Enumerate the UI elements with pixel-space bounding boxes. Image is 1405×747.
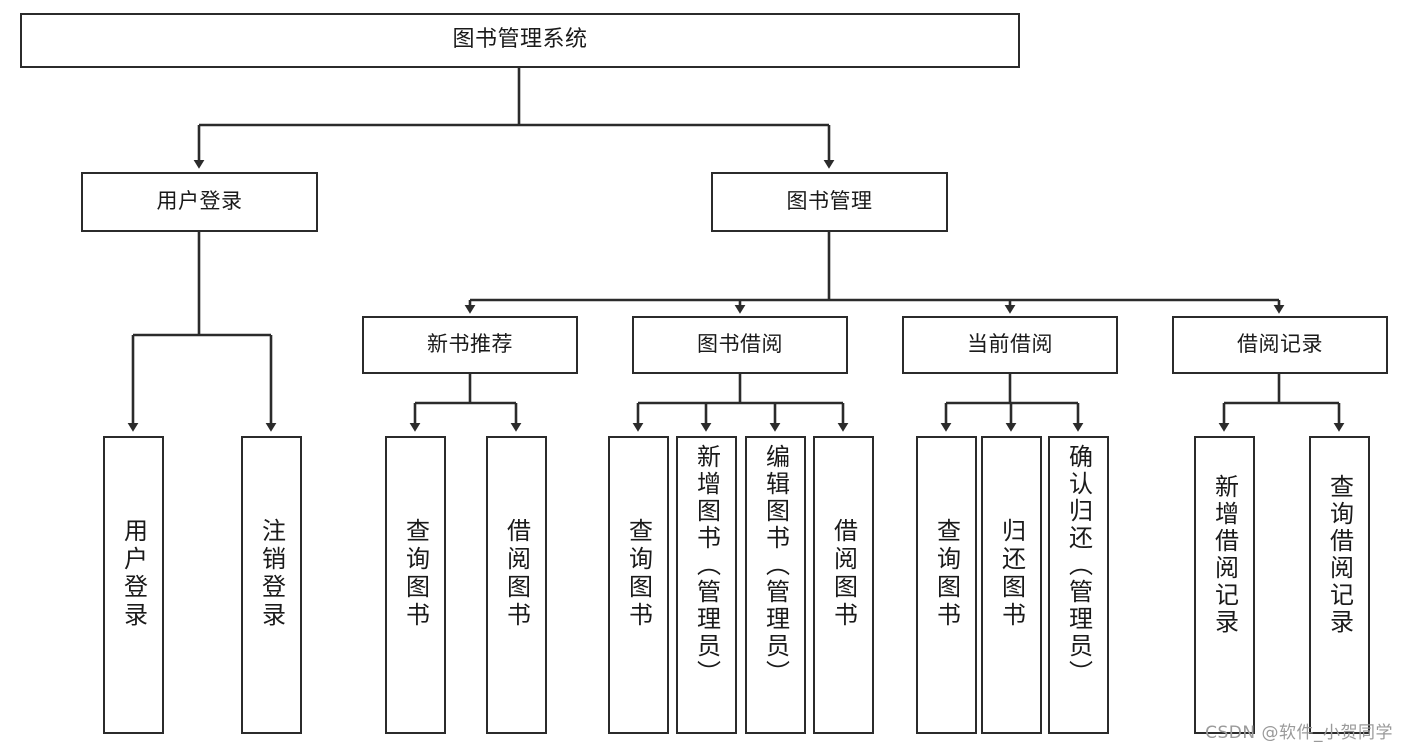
node-label: 当前借阅: [967, 332, 1053, 357]
node-user-login[interactable]: 用户登录: [81, 172, 318, 232]
leaf-query-book-borrow[interactable]: 查询图书: [608, 436, 669, 734]
node-label: 图书管理系统: [452, 27, 588, 53]
node-label: 借阅图书: [502, 518, 531, 630]
node-label: 新增图书（管理员）: [692, 444, 721, 687]
node-label: 注销登录: [257, 518, 286, 630]
watermark-text: CSDN @软件_小贺同学: [1205, 723, 1393, 743]
node-borrow-record[interactable]: 借阅记录: [1172, 316, 1388, 374]
leaf-add-borrow-record[interactable]: 新增借阅记录: [1194, 436, 1255, 734]
node-label: 新书推荐: [427, 332, 513, 357]
node-label: 图书管理: [786, 189, 873, 214]
leaf-query-book-current[interactable]: 查询图书: [916, 436, 977, 734]
leaf-edit-book-admin[interactable]: 编辑图书（管理员）: [745, 436, 806, 734]
node-new-book-recommend[interactable]: 新书推荐: [362, 316, 578, 374]
leaf-return-book[interactable]: 归还图书: [981, 436, 1042, 734]
leaf-logout-login[interactable]: 注销登录: [241, 436, 302, 734]
node-current-borrow[interactable]: 当前借阅: [902, 316, 1118, 374]
node-label: 查询图书: [401, 518, 430, 630]
node-book-management[interactable]: 图书管理: [711, 172, 948, 232]
node-label: 用户登录: [119, 518, 148, 630]
node-label: 用户登录: [156, 189, 243, 214]
node-label: 编辑图书（管理员）: [761, 444, 790, 687]
node-book-borrow[interactable]: 图书借阅: [632, 316, 848, 374]
leaf-borrow-book[interactable]: 借阅图书: [813, 436, 874, 734]
node-label: 确认归还（管理员）: [1064, 444, 1093, 687]
leaf-query-book-newbook[interactable]: 查询图书: [385, 436, 446, 734]
leaf-query-borrow-record[interactable]: 查询借阅记录: [1309, 436, 1370, 734]
node-label: 查询图书: [624, 518, 653, 630]
node-label: 查询借阅记录: [1325, 474, 1354, 636]
leaf-borrow-book-newbook[interactable]: 借阅图书: [486, 436, 547, 734]
node-label: 借阅图书: [829, 518, 858, 630]
node-label: 借阅记录: [1237, 332, 1323, 357]
node-label: 新增借阅记录: [1210, 474, 1239, 636]
node-label: 归还图书: [997, 518, 1026, 630]
leaf-confirm-return-admin[interactable]: 确认归还（管理员）: [1048, 436, 1109, 734]
node-label: 图书借阅: [697, 332, 783, 357]
leaf-add-book-admin[interactable]: 新增图书（管理员）: [676, 436, 737, 734]
node-label: 查询图书: [932, 518, 961, 630]
leaf-user-login[interactable]: 用户登录: [103, 436, 164, 734]
node-root-system[interactable]: 图书管理系统: [20, 13, 1020, 68]
